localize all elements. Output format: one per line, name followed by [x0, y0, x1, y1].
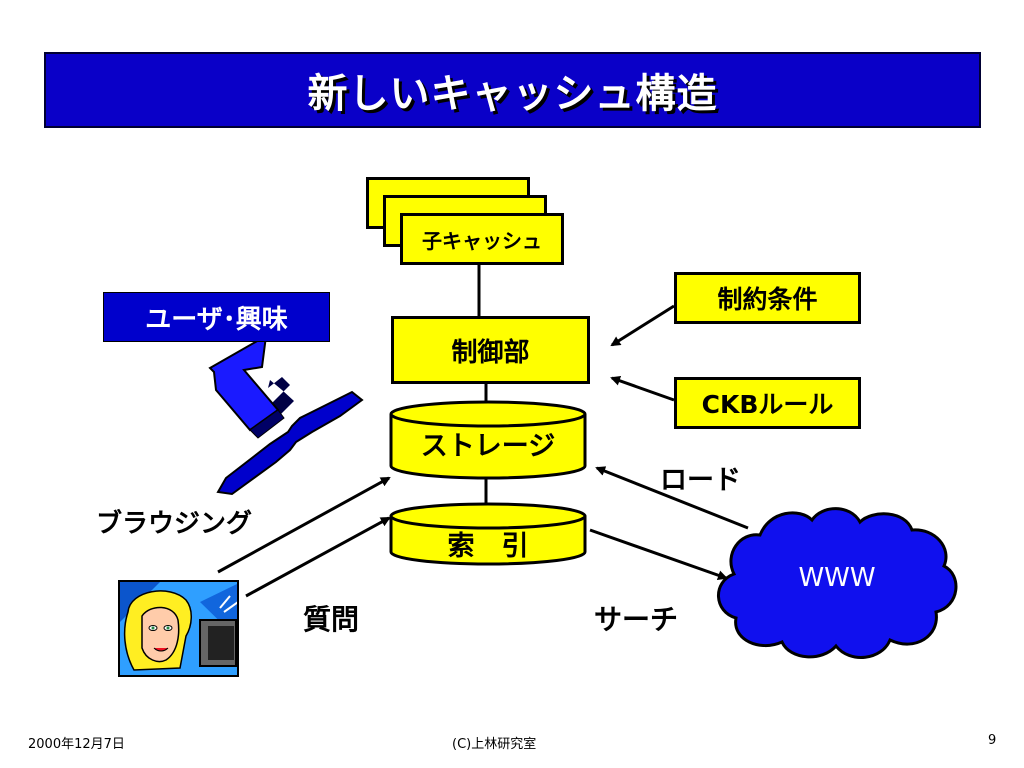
footer-credit: (C)上林研究室 — [452, 737, 537, 752]
arrow-search — [589, 528, 728, 581]
load-label: ロード — [660, 465, 741, 496]
control-label: 制御部 — [451, 337, 530, 368]
www-label: WWW — [798, 563, 876, 593]
arrow-ckb — [610, 375, 675, 402]
child-cache-label: 子キャッシュ — [422, 228, 542, 253]
control-box: 制御部 — [391, 316, 590, 384]
user-interest-label: ユーザ･興味 — [103, 292, 330, 342]
child-cache-box: 子キャッシュ — [400, 213, 564, 265]
footer-date: 2000年12月7日 — [28, 737, 125, 752]
storage-label: ストレージ — [420, 431, 556, 462]
footer-page-number: 9 — [988, 733, 997, 748]
title-bar: 新しいキャッシュ構造 — [44, 52, 981, 128]
slide-title: 新しいキャッシュ構造 — [307, 71, 718, 117]
search-label: サーチ — [594, 603, 679, 636]
www-cloud-icon — [717, 507, 958, 659]
arrow-load — [595, 466, 749, 530]
ckb-rules-box: CKBルール — [674, 377, 861, 429]
ckb-rules-label: CKBルール — [701, 390, 834, 419]
user-at-computer-icon — [118, 580, 239, 677]
index-label: 索 引 — [447, 531, 529, 562]
constraints-label: 制約条件 — [717, 285, 818, 314]
arrow-constraints — [610, 304, 675, 347]
brace-icon — [216, 390, 364, 496]
up-arrow-icon — [208, 334, 294, 439]
arrow-browsing — [217, 476, 391, 574]
browsing-label: ブラウジング — [96, 509, 253, 539]
query-label: 質問 — [303, 603, 360, 636]
constraints-box: 制約条件 — [674, 272, 861, 324]
arrow-query — [245, 516, 391, 598]
